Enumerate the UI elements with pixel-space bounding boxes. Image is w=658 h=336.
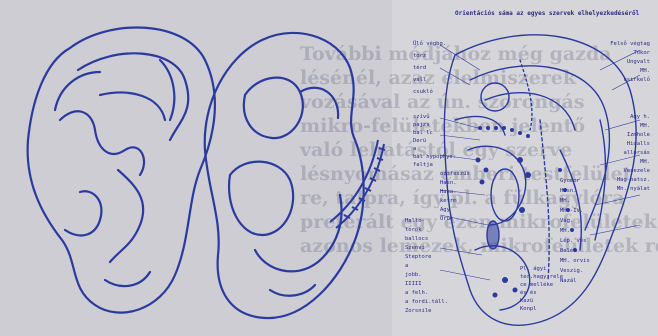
ear-map-label: Veszig. <box>560 268 583 274</box>
ear-map-label: Hag hatsz. <box>617 177 650 183</box>
map-title: Orientációs sáma az egyes szervek elhely… <box>455 10 640 17</box>
ear-map-label: Lép. vés <box>560 237 587 244</box>
ear-map-label: Szenvi <box>405 245 425 251</box>
ear-map-label: MH. <box>560 198 570 204</box>
ear-map-label: MH. orvis <box>560 258 590 264</box>
ear-map-label: IIIII <box>405 281 422 287</box>
ear-map-label: ter.hagy.rele <box>520 274 563 280</box>
ear-map-label: Steptore <box>405 254 432 260</box>
ear-map-label: MH.-IV. <box>560 208 583 214</box>
ear-map-label: Vág. <box>560 217 573 224</box>
ear-map-label: Pl. ágyi <box>520 265 547 272</box>
ear-map-label: Hasa. <box>440 189 457 195</box>
ear-map-label: Hasn. <box>440 180 457 186</box>
ear-map-label: Mh. nyálat <box>617 185 650 192</box>
ear-map-label: Orüé <box>440 215 453 222</box>
ear-map-label: Izmhole <box>627 132 650 138</box>
ear-map-label: Vesezele <box>624 168 651 174</box>
ear-map-label: Agy h. <box>630 114 650 120</box>
ear-map-label: csirkelő <box>624 77 651 83</box>
ear-map-label: csukló <box>413 88 433 95</box>
ear-map-label: Ungvalt <box>627 59 650 65</box>
ear-map-label: Halló- <box>405 217 425 224</box>
ear-map-label: ballocs <box>405 236 428 242</box>
ear-map-label: és és <box>520 289 537 296</box>
ear-map-label: szívű <box>413 113 430 120</box>
ear-map-label: ózsfeszüs <box>440 170 470 177</box>
ear-map-label: Ülő végbg. <box>413 40 446 47</box>
ear-map-label: ce melléke <box>520 281 553 288</box>
ear-map-label: Derü <box>413 138 426 144</box>
ear-map-label: bal lc <box>413 130 433 136</box>
ear-map-label: Konpl <box>520 306 537 312</box>
ear-map-label: ketrm <box>440 198 457 204</box>
ear-map-label: a felh. <box>405 290 428 296</box>
ear-map-label: Zorsnile <box>405 308 432 314</box>
ear-map-label: Agy <box>440 207 451 213</box>
ear-map-label: Felső végtag <box>610 40 650 47</box>
ear-map-label: Kazü <box>520 298 533 304</box>
ear-map-label: faltja <box>413 162 433 168</box>
ear-map-label: térd <box>413 64 426 71</box>
ear-map-label: torok <box>405 227 422 233</box>
ear-map-label: váll <box>413 76 426 83</box>
ear-map-label: a fordi.táll. <box>405 298 448 305</box>
ear-map-label: MH. <box>640 68 650 74</box>
ear-map-label: a <box>413 146 416 152</box>
ear-map-label: allorsás <box>624 149 651 156</box>
ear-map-label: jobb. <box>405 272 422 278</box>
ear-map-label: Hidalls <box>627 141 650 147</box>
ear-map-label: MH. <box>640 159 650 165</box>
ear-map-label: Belét <box>560 247 577 254</box>
ear-map-label: a <box>405 263 408 269</box>
ear-map-label: Tokor <box>633 50 650 56</box>
ear-map-label: Gyomor <box>560 178 581 184</box>
ear-map-label: torz <box>413 53 426 59</box>
ear-map-label: pajzs <box>413 122 430 128</box>
ear-map-label: MH. <box>560 228 570 234</box>
ear-map-label: Hasn. <box>560 188 577 194</box>
ear-map-label: MH. <box>640 123 650 129</box>
ear-map-label: bal hypophys. <box>413 154 456 160</box>
